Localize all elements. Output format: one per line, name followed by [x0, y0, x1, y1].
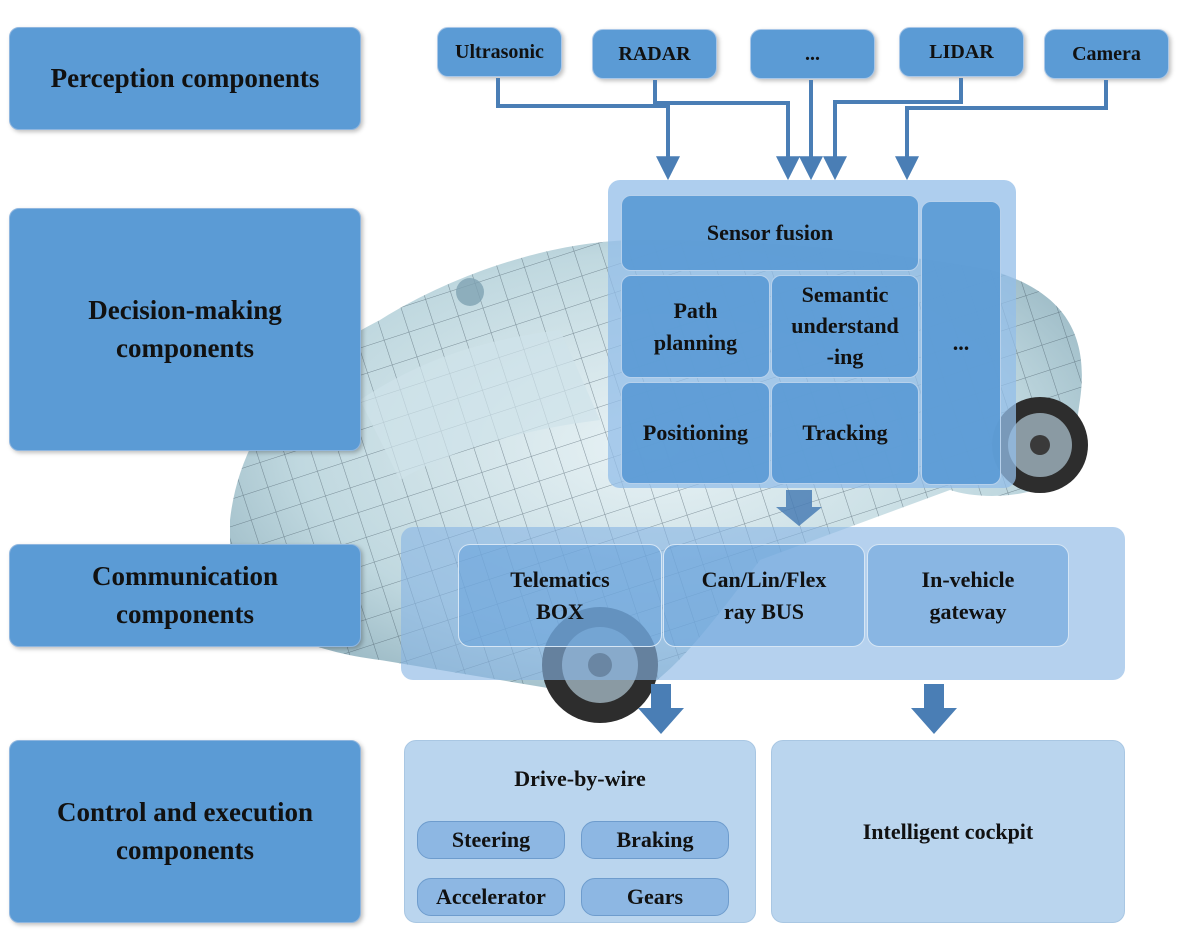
- control-layer-label: Control and execution components: [9, 740, 361, 923]
- path-planning-line2: planning: [653, 329, 738, 355]
- control-layer-text-line2: components: [115, 834, 254, 865]
- sensor-ultrasonic-label: Ultrasonic: [455, 40, 544, 63]
- bus-box: Can/Lin/Flex ray BUS: [663, 544, 865, 647]
- ultrasonic-connector: [496, 78, 680, 181]
- sensor-radar: RADAR: [592, 29, 717, 79]
- braking-label: Braking: [616, 827, 694, 852]
- communication-layer-text-line2: components: [115, 598, 254, 629]
- path-planning-box: Path planning: [621, 275, 770, 378]
- decision-to-communication-arrow: [776, 490, 822, 526]
- braking-item: Braking: [581, 821, 729, 859]
- gears-item: Gears: [581, 878, 729, 916]
- telematics-line1: Telematics: [510, 566, 610, 592]
- sensor-lidar-label: LIDAR: [929, 40, 994, 63]
- rear-wheel: [992, 397, 1088, 493]
- sensor-more: ...: [750, 29, 875, 79]
- sensor-ultrasonic: Ultrasonic: [437, 27, 562, 77]
- lidar-connector: [823, 78, 963, 181]
- gateway-line2: gateway: [929, 598, 1007, 624]
- gateway-box: In-vehicle gateway: [867, 544, 1069, 647]
- telematics-line2: BOX: [536, 598, 584, 624]
- communication-layer-label: Communication components: [9, 544, 361, 647]
- bus-line1: Can/Lin/Flex: [701, 566, 827, 592]
- tracking-box: Tracking: [771, 382, 919, 484]
- telematics-box: Telematics BOX: [458, 544, 662, 647]
- communication-layer-text-line1: Communication: [91, 560, 278, 591]
- path-planning-line1: Path: [673, 297, 718, 323]
- radar-connector: [653, 80, 800, 181]
- positioning-label: Positioning: [642, 420, 749, 446]
- decision-layer-label: Decision-making components: [9, 208, 361, 451]
- semantic-line2: understand: [791, 313, 899, 339]
- decision-layer-text-line2: components: [115, 332, 254, 363]
- sensor-lidar: LIDAR: [899, 27, 1024, 77]
- decision-more-label: ...: [952, 330, 970, 356]
- semantic-understanding-box: Semantic understand -ing: [771, 275, 919, 378]
- perception-layer-label: Perception components: [9, 27, 361, 130]
- gears-label: Gears: [626, 884, 684, 909]
- steering-item: Steering: [417, 821, 565, 859]
- sensor-camera: Camera: [1044, 29, 1169, 79]
- gateway-line1: In-vehicle: [921, 566, 1015, 592]
- tracking-label: Tracking: [802, 420, 888, 446]
- control-layer-text-line1: Control and execution: [56, 796, 313, 827]
- sensor-camera-label: Camera: [1072, 42, 1141, 65]
- perception-layer-text: Perception components: [50, 62, 320, 93]
- intelligent-cockpit-panel: Intelligent cockpit: [771, 740, 1125, 923]
- semantic-line3: -ing: [826, 343, 864, 369]
- bus-line2: ray BUS: [723, 598, 805, 624]
- communication-to-cockpit-arrow: [911, 684, 957, 734]
- sensor-more-label: ...: [805, 42, 820, 65]
- positioning-box: Positioning: [621, 382, 770, 484]
- steering-label: Steering: [451, 827, 531, 852]
- semantic-line1: Semantic: [801, 282, 889, 308]
- accelerator-item: Accelerator: [417, 878, 565, 916]
- sensor-radar-label: RADAR: [618, 42, 691, 65]
- drive-by-wire-title: Drive-by-wire: [514, 766, 646, 791]
- sensor-fusion-box: Sensor fusion: [621, 195, 919, 271]
- decision-layer-text-line1: Decision-making: [88, 294, 282, 325]
- accelerator-label: Accelerator: [436, 884, 546, 909]
- intelligent-cockpit-label: Intelligent cockpit: [862, 818, 1034, 844]
- camera-connector: [895, 80, 1108, 181]
- sensor-fusion-label: Sensor fusion: [706, 220, 834, 246]
- decision-more-box: ...: [921, 201, 1001, 485]
- communication-to-drive-arrow: [638, 684, 684, 734]
